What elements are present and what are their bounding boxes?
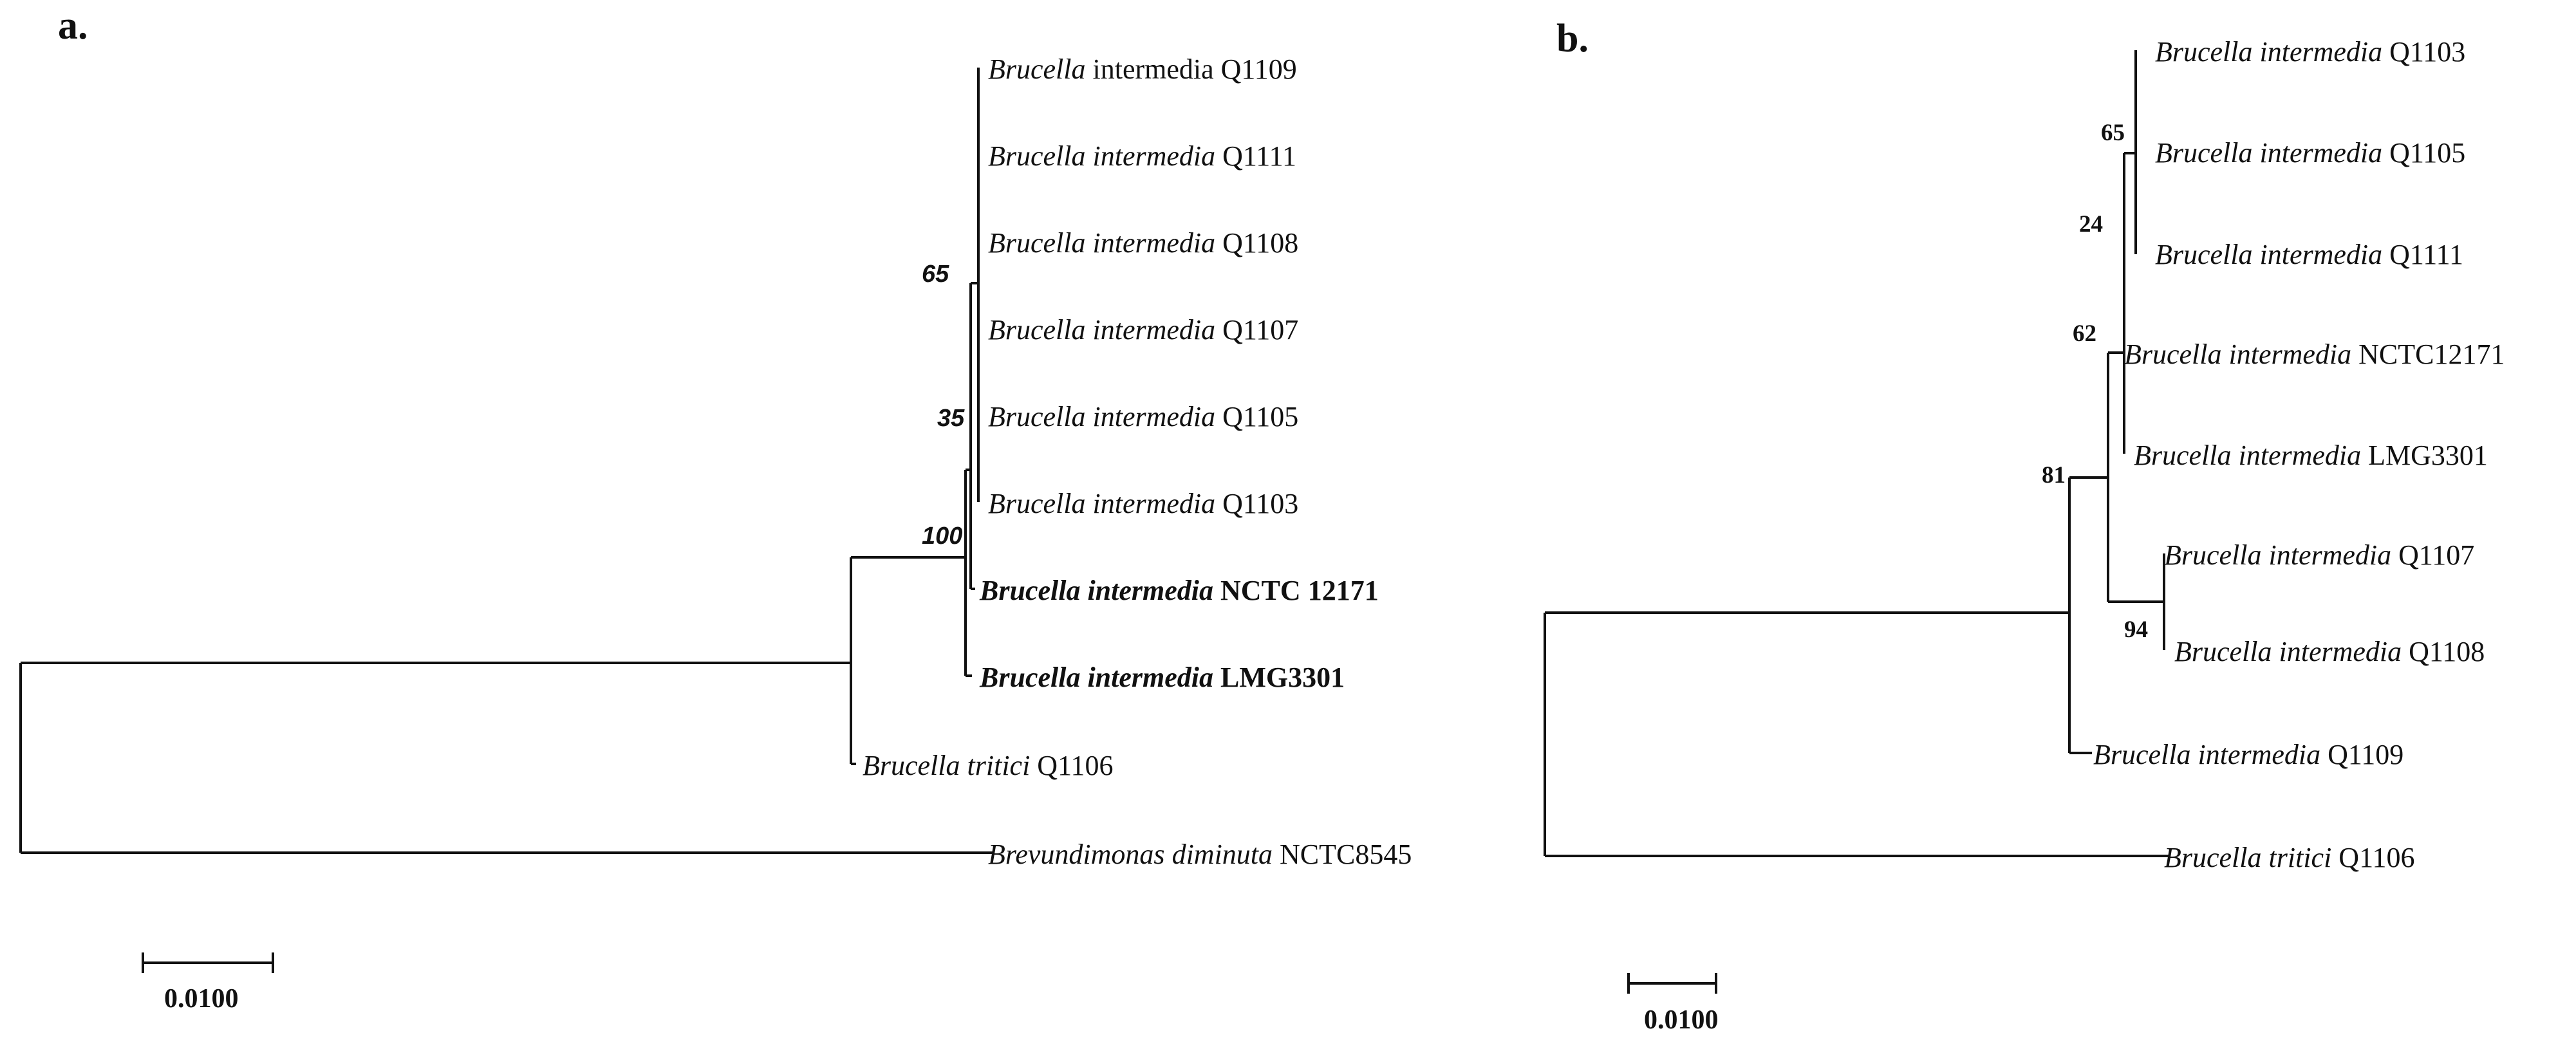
- leaf-label: Brucella intermedia Q1108: [2174, 636, 2485, 667]
- panel-a-label: a.: [58, 4, 88, 48]
- panel-b-leaf-labels: Brucella intermedia Q1103 Brucella inter…: [2093, 36, 2505, 873]
- bootstrap-65: 65: [922, 261, 949, 288]
- bootstrap-24: 24: [2079, 211, 2103, 237]
- bootstrap-81: 81: [2042, 462, 2066, 488]
- bootstrap-100: 100: [922, 523, 962, 550]
- leaf-label: Brucella intermedia Q1111: [988, 140, 1296, 172]
- leaf-label: Brucella intermedia Q1107: [2164, 539, 2474, 571]
- leaf-label: Brucella intermedia Q1105: [988, 401, 1298, 432]
- leaf-label: Brucella intermedia Q1105: [2155, 137, 2465, 169]
- panel-b-scale-bar: 0.0100: [1627, 973, 1719, 1035]
- leaf-label: Brucella intermedia Q1103: [2155, 36, 2465, 68]
- leaf-label: Brucella intermedia LMG3301: [2134, 440, 2488, 471]
- panel-b-label: b.: [1556, 17, 1589, 60]
- leaf-label: Brucella intermedia Q1108: [988, 227, 1298, 259]
- scale-bar-line: [1627, 973, 1717, 994]
- panel-a-bootstrap-values: 65 35 100: [922, 261, 965, 550]
- leaf-label: Brucella tritici Q1106: [2164, 842, 2414, 873]
- leaf-label: Brucella intermedia Q1109: [2093, 739, 2403, 770]
- leaf-label-bold: Brucella intermedia LMG3301: [979, 662, 1345, 693]
- leaf-label-bold: Brucella intermedia NCTC 12171: [979, 575, 1379, 606]
- bootstrap-62: 62: [2073, 320, 2096, 347]
- panel-a: a. 65 35 100 Brucella intermedia Q11: [19, 4, 1412, 1014]
- leaf-label: Brucella tritici Q1106: [863, 750, 1113, 781]
- panel-b: b. 65 24 62 81 94: [1544, 17, 2505, 1035]
- leaf-label: Brucella intermedia Q1107: [988, 314, 1298, 346]
- bootstrap-94: 94: [2124, 617, 2148, 643]
- leaf-label: Brevundimonas diminuta NCTC8545: [988, 839, 1412, 870]
- scale-bar-label: 0.0100: [1644, 1005, 1719, 1035]
- scale-bar-line: [142, 952, 274, 973]
- scale-bar-label: 0.0100: [164, 984, 239, 1014]
- panel-b-tree-branches: [1544, 50, 2169, 857]
- panel-a-leaf-labels: Brucella intermedia Q1109 Brucella inter…: [863, 53, 1412, 870]
- leaf-label: Brucella intermedia NCTC12171: [2124, 339, 2505, 370]
- panel-a-tree-branches: [19, 68, 994, 854]
- panel-a-scale-bar: 0.0100: [142, 952, 274, 1014]
- leaf-label: Brucella intermedia Q1103: [988, 488, 1298, 519]
- panel-b-bootstrap-values: 65 24 62 81 94: [2042, 120, 2148, 643]
- bootstrap-35: 35: [937, 405, 965, 432]
- leaf-label: Brucella intermedia Q1109: [988, 53, 1297, 85]
- bootstrap-65: 65: [2101, 120, 2125, 146]
- leaf-label: Brucella intermedia Q1111: [2155, 239, 2463, 270]
